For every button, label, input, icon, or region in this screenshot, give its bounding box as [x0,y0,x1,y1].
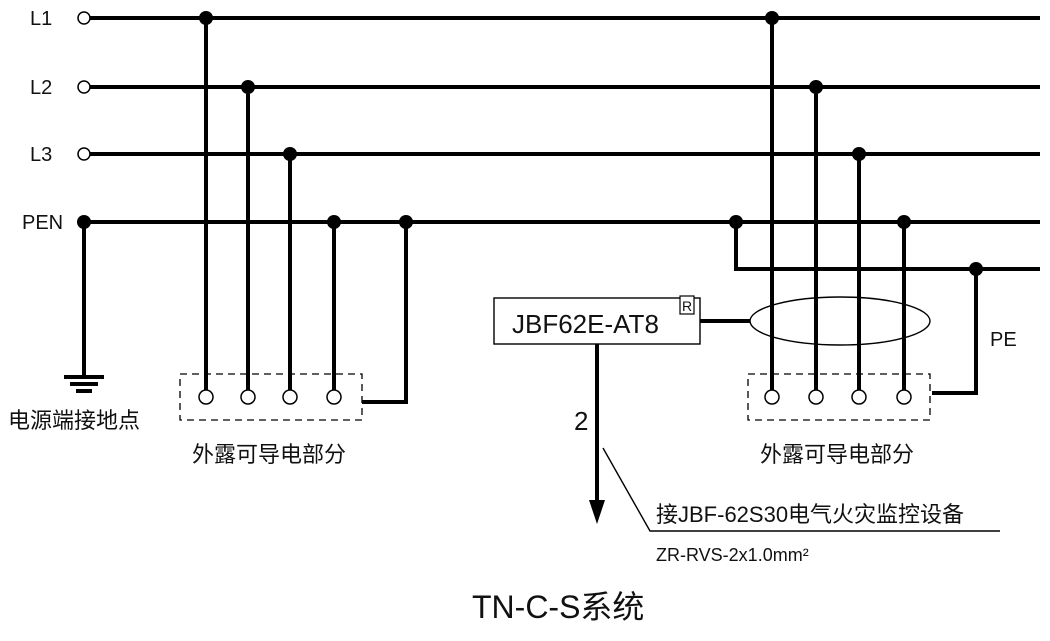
right-terminal-1 [764,389,780,405]
ground-label: 电源端接地点 [8,408,140,433]
bus-pe-line [734,222,1040,271]
bus-l1-label: L1 [30,8,52,30]
right-l1-node [765,11,779,25]
left-pen-node [327,215,341,229]
note-leader-line [602,447,1000,532]
left-terminal-2 [240,389,256,405]
monitoring-device: JBF62E-AT8 R 2 接JBF-62S30电气火灾监控设备 ZR-RVS… [493,295,1000,565]
right-exposed-part-box [747,373,931,421]
right-pe-drop [932,269,978,395]
bus-pen-label: PEN [22,212,63,234]
left-terminal-4 [326,389,342,405]
left-load: 外露可导电部分 [179,11,413,467]
l3-terminal-icon [77,147,91,161]
left-l1-node [199,11,213,25]
registered-mark: R [682,298,692,314]
cable-spec: ZR-RVS-2x1.0mm² [656,545,809,565]
connect-note: 接JBF-62S30电气火灾监控设备 [656,502,964,527]
right-l3-node [852,147,866,161]
right-terminal-4 [896,389,912,405]
l2-terminal-icon [77,80,91,94]
l1-terminal-icon [77,11,91,25]
left-exposed-part-box [179,373,363,421]
right-terminal-2 [808,389,824,405]
bus-l2-label: L2 [30,77,52,99]
bus-pe-label: PE [990,329,1017,351]
left-terminal-3 [282,389,298,405]
right-terminal-3 [851,389,867,405]
right-pe-node [969,262,983,276]
source-ground: 电源端接地点 [8,215,140,433]
left-l2-node [241,80,255,94]
cable-count: 2 [574,406,588,436]
left-exposed-part-label: 外露可导电部分 [192,442,346,467]
down-arrow-icon [589,500,605,524]
pen-split-node [729,215,743,229]
right-l2-node [809,80,823,94]
bus-lines [84,16,1040,271]
device-box [493,297,701,345]
registered-mark-box [679,295,695,315]
right-n-node [897,215,911,229]
device-model: JBF62E-AT8 [512,309,659,339]
left-enclosure-bond [362,222,408,404]
right-load: 外露可导电部分 [729,11,983,467]
diagram-title: TN-C-S系统 [472,589,644,625]
left-l3-node [283,147,297,161]
right-exposed-part-label: 外露可导电部分 [760,442,914,467]
left-bond-node [399,215,413,229]
ground-icon [64,375,104,393]
bus-labels: L1 L2 L3 PEN PE [22,8,1017,351]
bus-l3-label: L3 [30,144,52,166]
left-terminal-1 [198,389,214,405]
